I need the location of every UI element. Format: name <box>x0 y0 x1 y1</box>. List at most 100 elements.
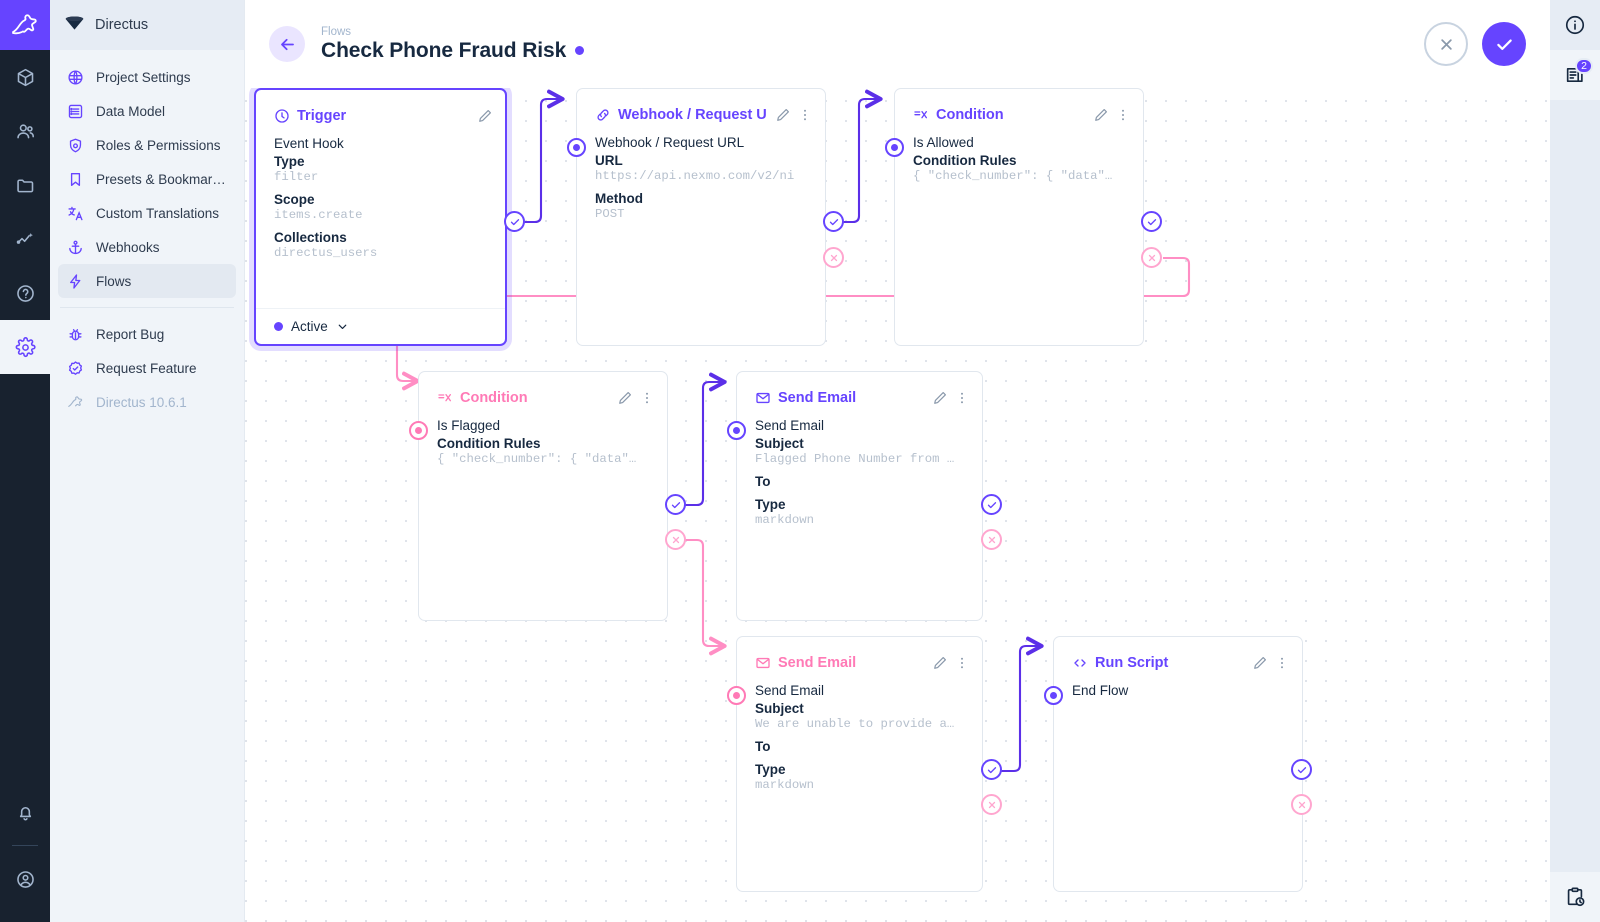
more-options-icon[interactable] <box>639 390 655 406</box>
node-body: Is Allowed Condition Rules { "check_numb… <box>895 129 1143 193</box>
cancel-button[interactable] <box>1424 22 1468 66</box>
sidebar-item-roles-permissions[interactable]: Roles & Permissions <box>58 128 236 162</box>
avatar-icon[interactable] <box>0 852 50 906</box>
node-actions <box>775 107 813 123</box>
sidebar-item-webhooks[interactable]: Webhooks <box>58 230 236 264</box>
flow-node-condition-flagged[interactable]: Condition Is Flagged Condition Rules { "… <box>418 371 668 621</box>
field-label: Condition Rules <box>913 153 1017 168</box>
node-title: Send Email <box>778 655 857 671</box>
sidebar-item-label: Data Model <box>96 103 166 119</box>
users-icon[interactable] <box>0 104 50 158</box>
title-row: Check Phone Fraud Risk <box>321 39 585 63</box>
flow-logs-icon[interactable]: 2 <box>1550 50 1600 100</box>
condition-rule-icon <box>913 107 929 123</box>
more-options-icon[interactable] <box>1115 107 1131 123</box>
trigger-status-row[interactable]: Active <box>256 308 505 344</box>
activity-clipboard-clock-icon[interactable] <box>1550 872 1600 922</box>
port-resolve-trigger[interactable] <box>504 211 525 232</box>
flow-node-trigger[interactable]: Trigger Event Hook Type filter Scope ite… <box>254 88 507 346</box>
content-icon[interactable] <box>0 50 50 104</box>
more-options-icon[interactable] <box>797 107 813 123</box>
port-reject-webhook[interactable] <box>823 247 844 268</box>
node-operation-name: Send Email <box>755 418 825 433</box>
field-label: Type <box>755 762 786 777</box>
directus-diamond-icon <box>64 14 85 37</box>
edit-pencil-icon[interactable] <box>1093 107 1109 123</box>
port-reject-run-script[interactable] <box>1291 794 1312 815</box>
port-resolve-webhook[interactable] <box>823 211 844 232</box>
rabbit-logo-icon[interactable] <box>0 0 50 50</box>
node-body: Send Email Subject We are unable to prov… <box>737 677 982 802</box>
port-reject-send-email-flagged[interactable] <box>981 529 1002 550</box>
sidebar-item-flows[interactable]: Flows <box>58 264 236 298</box>
flow-node-webhook[interactable]: Webhook / Request U Webhook / Request UR… <box>576 88 826 346</box>
edit-pencil-icon[interactable] <box>1252 655 1268 671</box>
port-input-webhook[interactable] <box>567 138 586 157</box>
module-icons <box>0 50 50 374</box>
back-button[interactable] <box>269 26 305 62</box>
edit-pencil-icon[interactable] <box>617 390 633 406</box>
check-badge-icon <box>66 359 85 378</box>
port-resolve-run-script[interactable] <box>1291 759 1312 780</box>
rail-bottom <box>0 785 50 922</box>
node-title: Trigger <box>297 108 347 124</box>
insights-icon[interactable] <box>0 212 50 266</box>
topbar-actions <box>1424 22 1526 66</box>
node-operation-name: Webhook / Request URL <box>595 135 745 150</box>
field-label: URL <box>595 153 623 168</box>
port-resolve-condition-flagged[interactable] <box>665 494 686 515</box>
port-input-send-email-unable[interactable] <box>727 686 746 705</box>
field-value: { "check_number": { "data"… <box>437 452 637 466</box>
port-input-send-email-flagged[interactable] <box>727 421 746 440</box>
breadcrumb[interactable]: Flows <box>321 25 352 38</box>
bell-icon[interactable] <box>0 785 50 839</box>
field-label: To <box>755 474 771 489</box>
flow-node-run-script[interactable]: Run Script End Flow <box>1053 636 1303 892</box>
port-reject-condition-allowed[interactable] <box>1141 247 1162 268</box>
sidebar-item-request-feature[interactable]: Request Feature <box>58 351 236 385</box>
sidebar-item-presets-bookmarks[interactable]: Presets & Bookmar… <box>58 162 236 196</box>
node-operation-name: Event Hook <box>274 136 344 151</box>
port-input-condition-allowed[interactable] <box>885 138 904 157</box>
node-actions <box>932 390 970 406</box>
port-resolve-send-email-flagged[interactable] <box>981 494 1002 515</box>
node-body: Send Email Subject Flagged Phone Number … <box>737 412 982 537</box>
node-actions <box>1093 107 1131 123</box>
more-options-icon[interactable] <box>954 655 970 671</box>
sidebar-item-label: Flows <box>96 273 132 289</box>
more-options-icon[interactable] <box>954 390 970 406</box>
sidebar-header: Directus <box>50 0 244 50</box>
port-reject-condition-flagged[interactable] <box>665 529 686 550</box>
sidebar-item-project-settings[interactable]: Project Settings <box>58 60 236 94</box>
edit-pencil-icon[interactable] <box>932 655 948 671</box>
port-reject-send-email-unable[interactable] <box>981 794 1002 815</box>
module-bar <box>0 0 50 922</box>
sidebar-item-custom-translations[interactable]: Custom Translations <box>58 196 236 230</box>
save-button[interactable] <box>1482 22 1526 66</box>
node-title: Condition <box>460 390 528 406</box>
files-icon[interactable] <box>0 158 50 212</box>
sidebar-item-label: Custom Translations <box>96 205 220 221</box>
port-resolve-condition-allowed[interactable] <box>1141 211 1162 232</box>
help-icon[interactable] <box>0 266 50 320</box>
settings-icon[interactable] <box>0 320 50 374</box>
info-icon[interactable] <box>1550 0 1600 50</box>
flow-node-condition-allowed[interactable]: Condition Is Allowed Condition Rules { "… <box>894 88 1144 346</box>
sidebar-item-report-bug[interactable]: Report Bug <box>58 317 236 351</box>
field-label: Collections <box>274 230 347 245</box>
edit-pencil-icon[interactable] <box>477 108 493 124</box>
node-operation-name: Is Flagged <box>437 418 501 433</box>
port-input-run-script[interactable] <box>1044 686 1063 705</box>
field-label: Condition Rules <box>437 436 541 451</box>
edit-pencil-icon[interactable] <box>775 107 791 123</box>
chevron-down-icon[interactable] <box>336 320 349 333</box>
port-input-condition-flagged[interactable] <box>409 421 428 440</box>
port-resolve-send-email-unable[interactable] <box>981 759 1002 780</box>
flow-node-send-email-flagged[interactable]: Send Email Send Email Subject Flagged Ph… <box>736 371 983 621</box>
more-options-icon[interactable] <box>1274 655 1290 671</box>
sidebar-item-data-model[interactable]: Data Model <box>58 94 236 128</box>
flow-node-send-email-unable[interactable]: Send Email Send Email Subject We are una… <box>736 636 983 892</box>
code-brackets-icon <box>1072 655 1088 671</box>
edit-pencil-icon[interactable] <box>932 390 948 406</box>
field-value: Flagged Phone Number from … <box>755 452 955 466</box>
